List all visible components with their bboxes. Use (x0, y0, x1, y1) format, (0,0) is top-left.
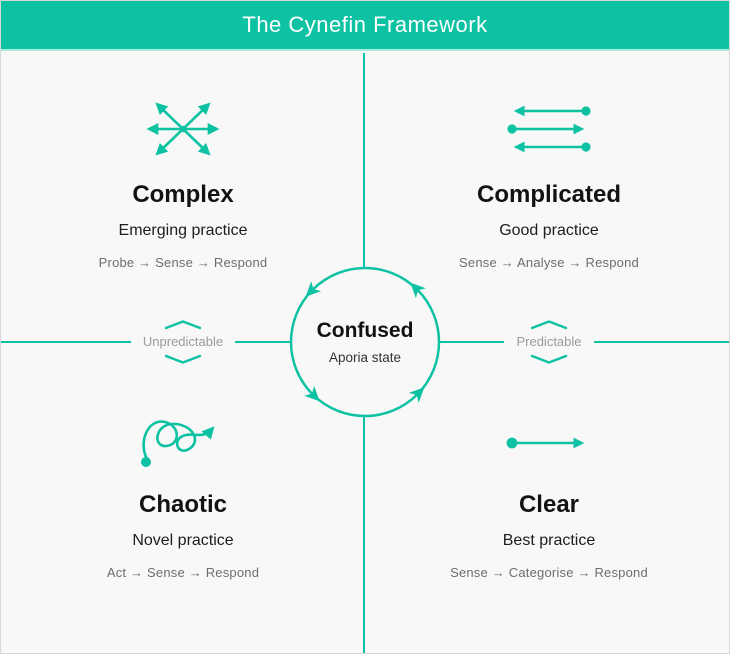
quadrant-steps: Sense → Categorise → Respond (450, 565, 648, 580)
quadrant-steps: Sense → Analyse → Respond (459, 255, 639, 270)
quadrant-practice: Emerging practice (118, 222, 248, 239)
straight-arrow-icon (503, 411, 595, 475)
chevron-down-icon (164, 354, 202, 364)
cycle-arrows-icon (289, 266, 441, 418)
axis-label-predictable: Predictable (367, 317, 729, 367)
quadrant-title: Clear (518, 491, 580, 518)
quadrant-steps: Probe → Sense → Respond (98, 255, 268, 270)
quadrant-steps: Act → Sense → Respond (106, 565, 260, 580)
axis-label-text: Unpredictable (130, 332, 236, 352)
chevron-up-icon (530, 320, 568, 330)
quadrant-clear: Clear Best practice Sense → Categorise →… (367, 411, 729, 580)
tangled-path-icon (136, 411, 230, 475)
chevron-up-icon (164, 320, 202, 330)
quadrant-practice: Novel practice (132, 532, 234, 549)
quadrant-chaotic: Chaotic Novel practice Act → Sense → Res… (1, 411, 365, 580)
center-subtitle: Aporia state (328, 350, 402, 365)
quadrant-complex: Complex Emerging practice Probe → Sense … (1, 93, 365, 270)
quadrant-complicated: Complicated Good practice Sense → Analys… (367, 93, 729, 270)
quadrant-practice: Best practice (502, 532, 596, 549)
quadrant-practice: Good practice (499, 222, 599, 239)
center-title: Confused (316, 319, 414, 342)
parallel-arrows-icon (503, 93, 595, 165)
center-domain: Confused Aporia state (280, 257, 450, 427)
axis-label-unpredictable: Unpredictable (1, 317, 365, 367)
quadrant-title: Complex (132, 181, 234, 208)
chevron-down-icon (530, 354, 568, 364)
page-title: The Cynefin Framework (242, 12, 488, 37)
title-bar: The Cynefin Framework (1, 1, 729, 51)
quadrant-title: Complicated (476, 181, 622, 208)
quadrant-title: Chaotic (138, 491, 227, 518)
radiating-arrows-icon (140, 93, 226, 165)
axis-label-text: Predictable (504, 332, 594, 352)
